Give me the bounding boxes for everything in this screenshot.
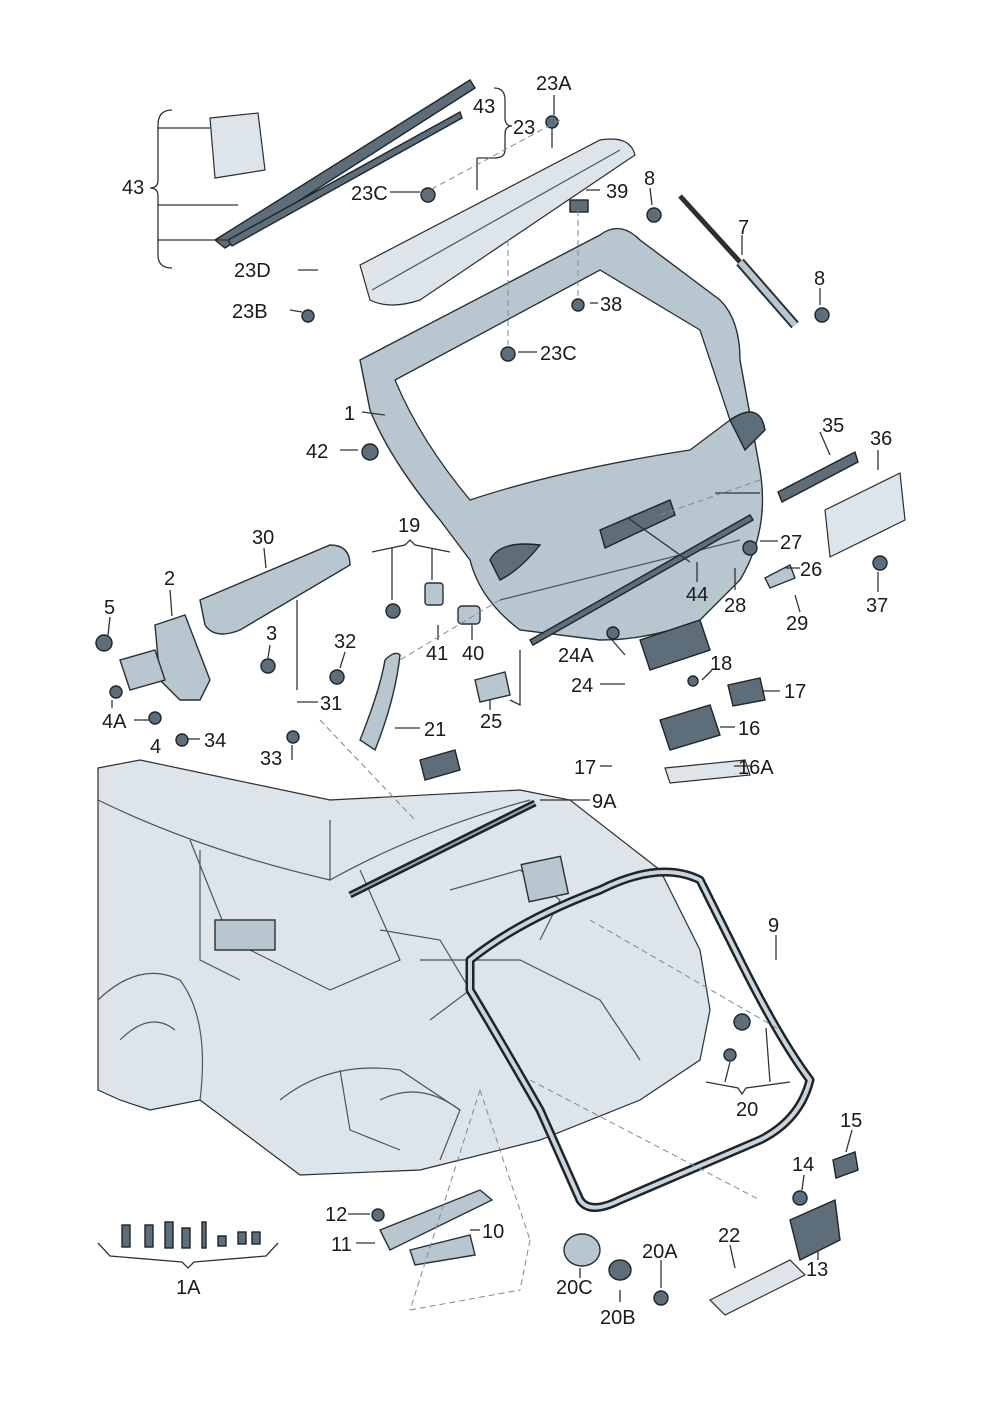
label-34: 34	[204, 730, 226, 752]
label-1A: 1A	[176, 1277, 201, 1299]
hinge-bracket	[119, 649, 166, 691]
label-23D: 23D	[234, 260, 271, 282]
gas-strut	[678, 194, 799, 329]
label-33: 33	[260, 748, 282, 770]
leader-lines	[97, 87, 879, 1302]
label-24: 24	[571, 675, 593, 697]
grommet	[563, 1233, 601, 1267]
label-18: 18	[710, 653, 732, 675]
label-23: 23	[513, 117, 535, 139]
label-9A: 9A	[592, 791, 617, 813]
label-7: 7	[738, 217, 749, 239]
label-43-upper: 43	[473, 96, 495, 118]
label-29: 29	[786, 613, 808, 635]
label-23C-lower: 23C	[540, 343, 577, 365]
label-4A: 4A	[102, 711, 127, 733]
handle	[639, 619, 711, 671]
part-labels: 23A 43 23 43 23C 39 8 7 23D 8 38 23B 23C…	[102, 73, 892, 1329]
label-41: 41	[426, 643, 448, 665]
drive-motor	[199, 544, 351, 635]
clip-15	[832, 1151, 859, 1179]
mounting-plate	[824, 472, 906, 558]
fastener-set	[121, 1221, 261, 1249]
label-20B: 20B	[600, 1307, 636, 1329]
label-14: 14	[792, 1154, 814, 1176]
lamp-housing	[727, 677, 766, 707]
label-9: 9	[768, 915, 779, 937]
label-5: 5	[104, 597, 115, 619]
label-24A: 24A	[558, 645, 594, 667]
label-13: 13	[806, 1259, 828, 1281]
label-1: 1	[344, 403, 355, 425]
label-23C-upper: 23C	[351, 183, 388, 205]
label-28: 28	[724, 595, 746, 617]
cap	[474, 671, 511, 703]
label-16A: 16A	[738, 757, 774, 779]
lower-strip	[529, 514, 754, 646]
vehicle-body	[97, 759, 711, 1176]
label-26: 26	[800, 559, 822, 581]
label-23B: 23B	[232, 301, 268, 323]
label-21: 21	[424, 719, 446, 741]
label-8-upper: 8	[644, 168, 655, 190]
label-8-lower: 8	[814, 268, 825, 290]
label-4: 4	[150, 736, 161, 758]
fasteners	[95, 115, 888, 1306]
lamp-housing-left	[419, 749, 461, 781]
buffer	[424, 582, 444, 606]
lock-unit	[789, 1198, 841, 1262]
label-15: 15	[840, 1110, 862, 1132]
label-22: 22	[718, 1225, 740, 1247]
door-seal-9	[465, 867, 815, 1212]
trim-strip-upper	[213, 79, 476, 249]
label-42: 42	[306, 441, 328, 463]
label-36: 36	[870, 428, 892, 450]
label-17-right: 17	[784, 681, 806, 703]
clip	[764, 564, 796, 589]
label-27: 27	[780, 532, 802, 554]
light	[659, 704, 721, 751]
hinge	[154, 614, 211, 701]
lock-bracket	[379, 1189, 494, 1251]
label-20: 20	[736, 1099, 758, 1121]
label-19: 19	[398, 515, 420, 537]
label-40: 40	[462, 643, 484, 665]
adhesive-bag	[209, 112, 266, 179]
tailgate	[359, 138, 766, 641]
label-25: 25	[480, 711, 502, 733]
label-44: 44	[686, 584, 708, 606]
label-2: 2	[164, 568, 175, 590]
label-32: 32	[334, 631, 356, 653]
label-20C: 20C	[556, 1277, 593, 1299]
label-16: 16	[738, 718, 760, 740]
label-11: 11	[331, 1234, 352, 1256]
label-35: 35	[822, 415, 844, 437]
stop	[457, 605, 481, 625]
label-23A: 23A	[536, 73, 572, 95]
trim-cover	[359, 652, 401, 752]
washer	[608, 1259, 632, 1281]
label-30: 30	[252, 527, 274, 549]
lock-plate	[409, 1234, 476, 1266]
label-37: 37	[866, 595, 888, 617]
trim-strip-lower	[226, 110, 463, 247]
label-3: 3	[266, 623, 277, 645]
alignment-lines	[319, 119, 781, 1311]
label-31: 31	[320, 693, 342, 715]
label-10: 10	[482, 1221, 504, 1243]
gasket	[664, 759, 751, 784]
label-43: 43	[122, 177, 144, 199]
label-12: 12	[325, 1204, 347, 1226]
cover-plate	[708, 1259, 807, 1316]
label-39: 39	[606, 181, 628, 203]
reinforcement-plate	[777, 450, 859, 503]
label-38: 38	[600, 294, 622, 316]
label-20A: 20A	[642, 1241, 678, 1263]
label-17-left: 17	[574, 757, 596, 779]
